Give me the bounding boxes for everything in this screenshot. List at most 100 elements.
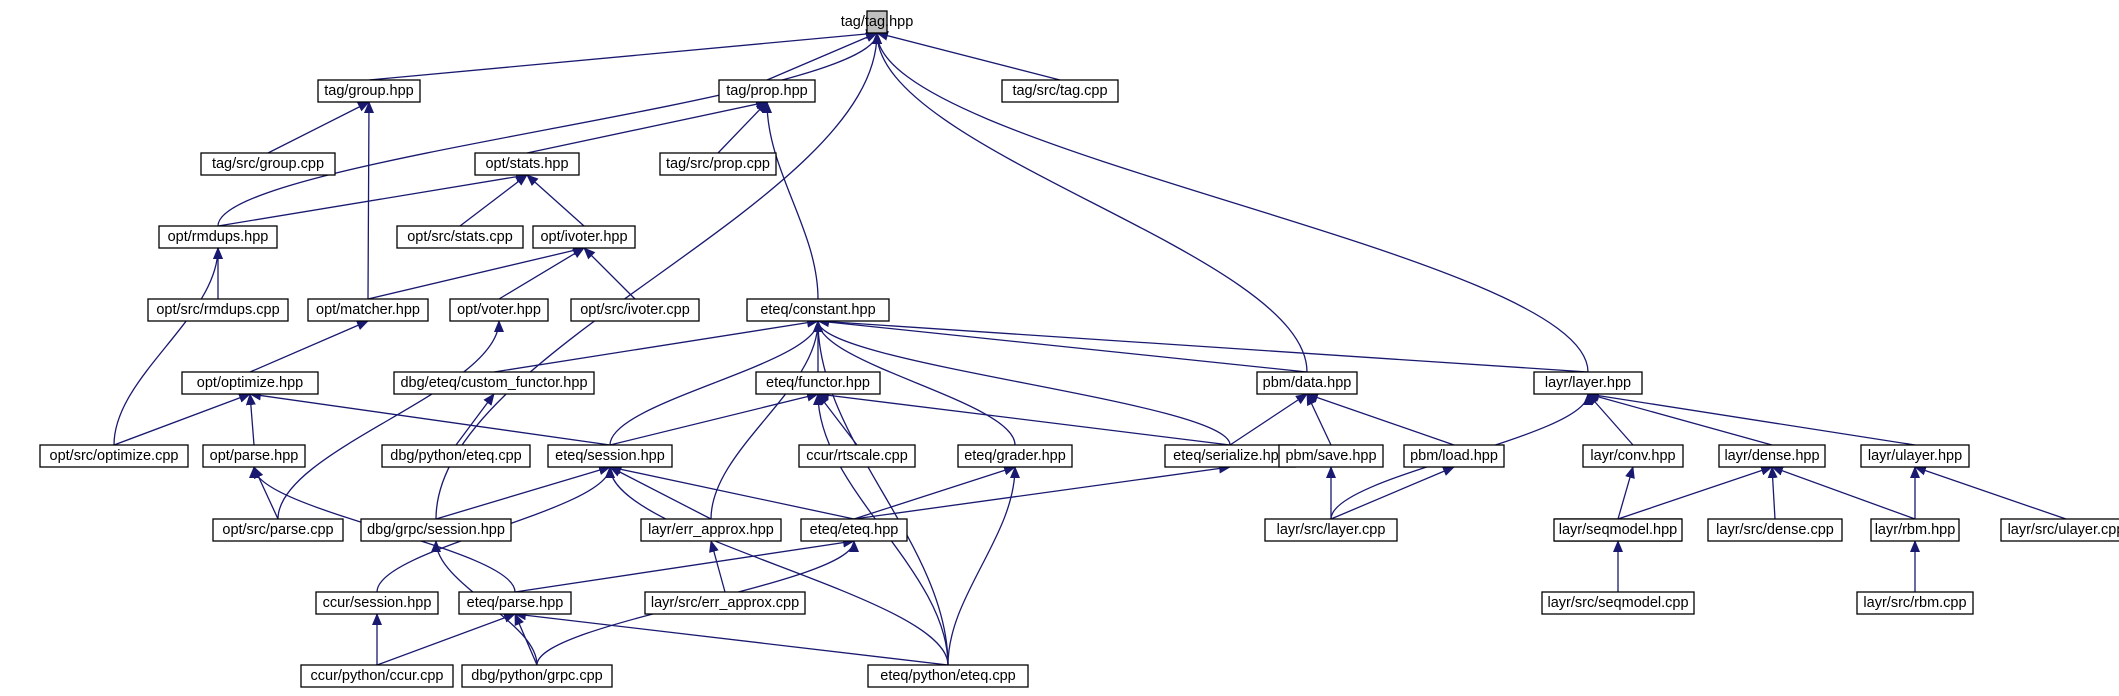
edge-layr_layer_hpp-to-eteq_constant_hpp	[817, 316, 1589, 373]
node-box	[532, 225, 636, 249]
node-label: dbg/python/grpc.cpp	[471, 668, 602, 684]
node-box	[393, 371, 595, 395]
node-opt-rmdups-hpp[interactable]: opt/rmdups.hpp	[158, 225, 278, 249]
node-opt-voter-hpp[interactable]: opt/voter.hpp	[449, 298, 549, 322]
node-layr-src-rbm-cpp[interactable]: layr/src/rbm.cpp	[1856, 591, 1974, 615]
node-eteq-functor-hpp[interactable]: eteq/functor.hpp	[755, 371, 881, 395]
node-layr-err-approx-hpp[interactable]: layr/err_approx.hpp	[640, 518, 782, 542]
node-opt-ivoter-hpp[interactable]: opt/ivoter.hpp	[532, 225, 636, 249]
node-opt-parse-hpp[interactable]: opt/parse.hpp	[202, 444, 306, 468]
node-layr-src-layer-cpp[interactable]: layr/src/layer.cpp	[1264, 518, 1398, 542]
node-tag-src-tag-cpp[interactable]: tag/src/tag.cpp	[1001, 79, 1119, 103]
edge-dbg_python_grpc_cpp-to-eteq_parse_hpp	[514, 613, 538, 666]
node-eteq-session-hpp[interactable]: eteq/session.hpp	[547, 444, 673, 468]
node-tag-hpp[interactable]: tag/tag.hpp	[841, 10, 914, 34]
node-box	[300, 664, 454, 688]
edge-opt_src_parse_cpp-to-opt_voter_hpp	[277, 320, 504, 520]
edge-eteq_python_eteq_cpp-to-eteq_session_hpp	[605, 466, 949, 666]
node-eteq-eteq-hpp[interactable]: eteq/eteq.hpp	[800, 518, 908, 542]
node-pbm-load-hpp[interactable]: pbm/load.hpp	[1403, 444, 1505, 468]
node-label: opt/voter.hpp	[457, 302, 541, 318]
node-label: ccur/python/ccur.cpp	[311, 668, 444, 684]
edges-layer	[113, 29, 2067, 666]
edge-eteq_session_hpp-to-eteq_functor_hpp	[609, 391, 819, 446]
edge-eteq_serialize_hpp-to-eteq_constant_hpp	[813, 320, 1231, 446]
node-layr-src-ulayer-cpp[interactable]: layr/src/ulayer.cpp	[2000, 518, 2119, 542]
edge-opt_stats_hpp-to-tag_prop_hpp	[526, 99, 768, 154]
node-tag-group-hpp[interactable]: tag/group.hpp	[317, 79, 421, 103]
node-box	[181, 371, 319, 395]
node-ccur-session-hpp[interactable]: ccur/session.hpp	[315, 591, 439, 615]
node-opt-src-optimize-cpp[interactable]: opt/src/optimize.cpp	[39, 444, 189, 468]
edge-opt_src_optimize_cpp-to-opt_rmdups_hpp	[113, 247, 223, 446]
node-layr-conv-hpp[interactable]: layr/conv.hpp	[1582, 444, 1684, 468]
edge-layr_err_approx_hpp-to-eteq_session_hpp	[609, 466, 712, 520]
node-box	[315, 591, 439, 615]
node-pbm-data-hpp[interactable]: pbm/data.hpp	[1256, 371, 1358, 395]
edge-pbm_load_hpp-to-pbm_data_hpp	[1306, 392, 1455, 446]
node-dbg-grpc-session-hpp[interactable]: dbg/grpc/session.hpp	[360, 518, 512, 542]
node-ccur-rtscale-cpp[interactable]: ccur/rtscale.cpp	[798, 444, 916, 468]
node-dbg-eteq-custom-functor-hpp[interactable]: dbg/eteq/custom_functor.hpp	[393, 371, 595, 395]
node-box	[547, 444, 673, 468]
edge-layr_src_layer_cpp-to-pbm_load_hpp	[1330, 466, 1455, 520]
node-box	[200, 152, 336, 176]
node-eteq-grader-hpp[interactable]: eteq/grader.hpp	[957, 444, 1073, 468]
edge-pbm_save_hpp-to-pbm_data_hpp	[1306, 393, 1332, 446]
edge-layr_dense_hpp-to-layr_layer_hpp	[1587, 392, 1773, 446]
node-label: layr/src/rbm.cpp	[1863, 595, 1966, 611]
node-box	[458, 591, 572, 615]
node-layr-ulayer-hpp[interactable]: layr/ulayer.hpp	[1860, 444, 1970, 468]
node-layr-src-err-approx-cpp[interactable]: layr/src/err_approx.cpp	[644, 591, 806, 615]
node-box	[1533, 371, 1643, 395]
node-label: tag/tag.hpp	[841, 14, 914, 30]
node-eteq-python-eteq-cpp[interactable]: eteq/python/eteq.cpp	[867, 664, 1029, 688]
node-box	[746, 298, 890, 322]
node-eteq-constant-hpp[interactable]: eteq/constant.hpp	[746, 298, 890, 322]
node-box	[396, 225, 524, 249]
node-pbm-save-hpp[interactable]: pbm/save.hpp	[1278, 444, 1384, 468]
node-opt-src-stats-cpp[interactable]: opt/src/stats.cpp	[396, 225, 524, 249]
edge-eteq_grader_hpp-to-eteq_constant_hpp	[813, 320, 1016, 446]
node-label: layr/src/ulayer.cpp	[2008, 522, 2119, 538]
node-opt-matcher-hpp[interactable]: opt/matcher.hpp	[307, 298, 429, 322]
node-eteq-parse-hpp[interactable]: eteq/parse.hpp	[458, 591, 572, 615]
edge-opt_matcher_hpp-to-opt_ivoter_hpp	[367, 245, 585, 300]
node-box	[461, 664, 613, 688]
node-opt-stats-hpp[interactable]: opt/stats.hpp	[474, 152, 580, 176]
node-label: tag/group.hpp	[324, 83, 414, 99]
node-opt-src-rmdups-cpp[interactable]: opt/src/rmdups.cpp	[147, 298, 289, 322]
node-layr-dense-hpp[interactable]: layr/dense.hpp	[1718, 444, 1826, 468]
node-tag-src-prop-cpp[interactable]: tag/src/prop.cpp	[659, 152, 777, 176]
node-tag-src-group-cpp[interactable]: tag/src/group.cpp	[200, 152, 336, 176]
node-box	[800, 518, 908, 542]
node-label: eteq/eteq.hpp	[810, 522, 899, 538]
node-label: opt/src/rmdups.cpp	[156, 302, 279, 318]
node-tag-prop-hpp[interactable]: tag/prop.hpp	[718, 79, 816, 103]
node-opt-optimize-hpp[interactable]: opt/optimize.hpp	[181, 371, 319, 395]
node-eteq-serialize-hpp[interactable]: eteq/serialize.hpp	[1164, 444, 1296, 468]
node-dbg-python-eteq-cpp[interactable]: dbg/python/eteq.cpp	[381, 444, 531, 468]
node-layr-seqmodel-hpp[interactable]: layr/seqmodel.hpp	[1553, 518, 1683, 542]
node-opt-src-ivoter-cpp[interactable]: opt/src/ivoter.cpp	[570, 298, 700, 322]
node-layr-layer-hpp[interactable]: layr/layer.hpp	[1533, 371, 1643, 395]
edge-opt_optimize_hpp-to-opt_matcher_hpp	[249, 320, 369, 373]
node-layr-rbm-hpp[interactable]: layr/rbm.hpp	[1870, 518, 1960, 542]
edge-eteq_serialize_hpp-to-pbm_data_hpp	[1229, 393, 1308, 446]
node-box	[381, 444, 531, 468]
node-dbg-python-grpc-cpp[interactable]: dbg/python/grpc.cpp	[461, 664, 613, 688]
edge-opt_matcher_hpp-to-tag_group_hpp	[363, 101, 374, 300]
edge-pbm_data_hpp-to-tag_hpp	[872, 32, 1308, 373]
node-label: layr/conv.hpp	[1590, 448, 1675, 464]
node-label: layr/src/err_approx.cpp	[651, 595, 799, 611]
edge-eteq_parse_hpp-to-eteq_eteq_hpp	[514, 537, 855, 593]
node-label: opt/optimize.hpp	[197, 375, 303, 391]
node-box	[798, 444, 916, 468]
node-ccur-python-ccur-cpp[interactable]: ccur/python/ccur.cpp	[300, 664, 454, 688]
node-box	[1403, 444, 1505, 468]
node-box	[1001, 79, 1119, 103]
node-layr-src-seqmodel-cpp[interactable]: layr/src/seqmodel.cpp	[1541, 591, 1695, 615]
node-layr-src-dense-cpp[interactable]: layr/src/dense.cpp	[1707, 518, 1843, 542]
node-opt-src-parse-cpp[interactable]: opt/src/parse.cpp	[212, 518, 344, 542]
node-box	[1870, 518, 1960, 542]
